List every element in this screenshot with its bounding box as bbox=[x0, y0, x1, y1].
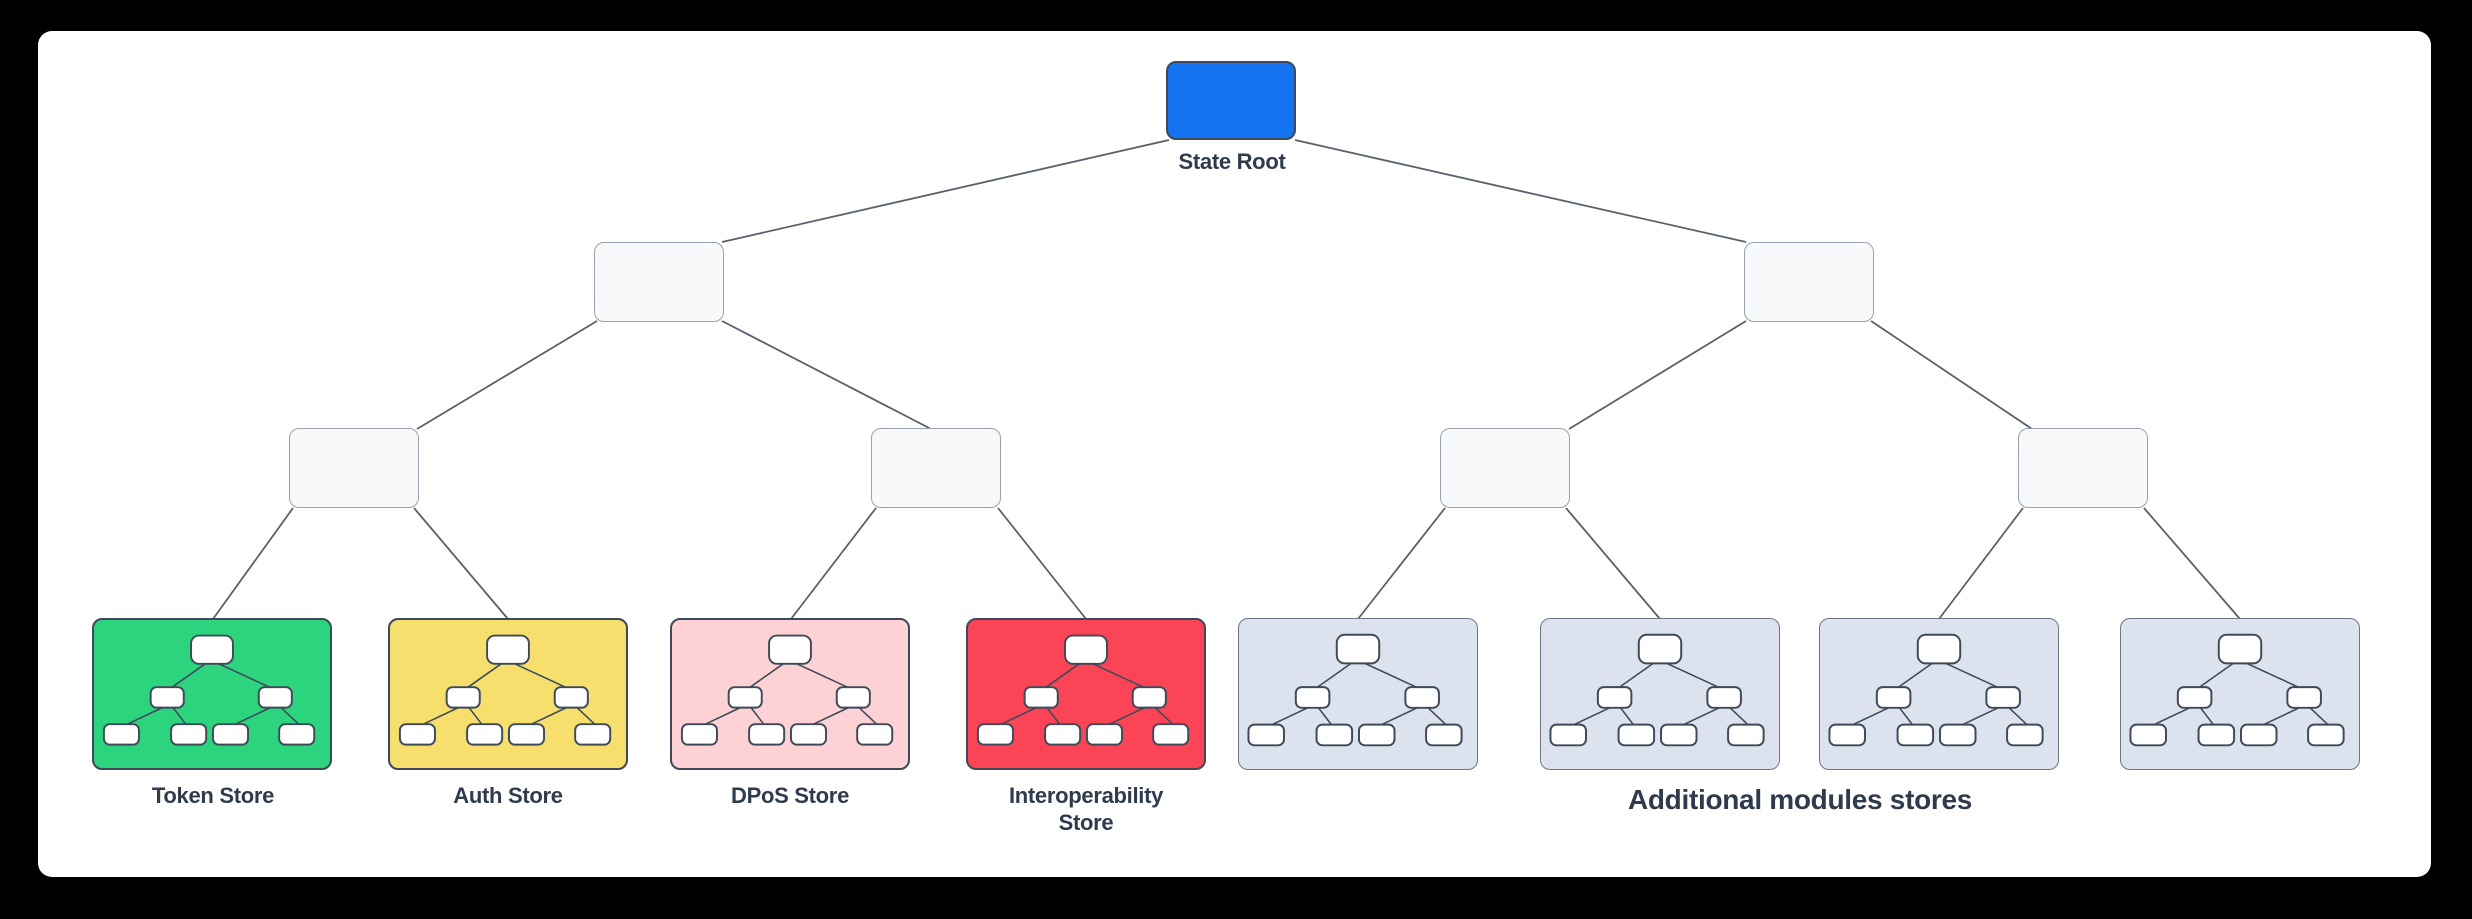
state-root-node bbox=[1166, 61, 1296, 140]
subbranch-node-3 bbox=[1440, 428, 1570, 508]
store-card-dpos bbox=[670, 618, 910, 770]
mini-merkle-tree bbox=[968, 620, 1204, 768]
store-card-interoperability bbox=[966, 618, 1206, 770]
store-label-auth: Auth Store bbox=[453, 783, 563, 808]
store-card-token bbox=[92, 618, 332, 770]
store-card-module-4 bbox=[2120, 618, 2360, 770]
mini-merkle-tree bbox=[390, 620, 626, 768]
additional-modules-label: Additional modules stores bbox=[1627, 784, 1973, 815]
branch-node-right bbox=[1744, 242, 1874, 322]
subbranch-node-1 bbox=[289, 428, 419, 508]
subbranch-node-4 bbox=[2018, 428, 2148, 508]
mini-merkle-tree bbox=[672, 620, 908, 768]
store-label-interoperability: Interoperability Store bbox=[1008, 783, 1164, 835]
store-label-dpos: DPoS Store bbox=[730, 783, 850, 808]
mini-merkle-tree bbox=[2121, 619, 2359, 769]
store-card-module-3 bbox=[1819, 618, 2059, 770]
store-card-auth bbox=[388, 618, 628, 770]
branch-node-left bbox=[594, 242, 724, 322]
store-card-module-1 bbox=[1238, 618, 1478, 770]
mini-merkle-tree bbox=[94, 620, 330, 768]
state-root-label: State Root bbox=[1178, 149, 1286, 174]
mini-merkle-tree bbox=[1239, 619, 1477, 769]
store-label-token: Token Store bbox=[151, 783, 275, 808]
mini-merkle-tree bbox=[1541, 619, 1779, 769]
store-card-module-2 bbox=[1540, 618, 1780, 770]
mini-merkle-tree bbox=[1820, 619, 2058, 769]
subbranch-node-2 bbox=[871, 428, 1001, 508]
